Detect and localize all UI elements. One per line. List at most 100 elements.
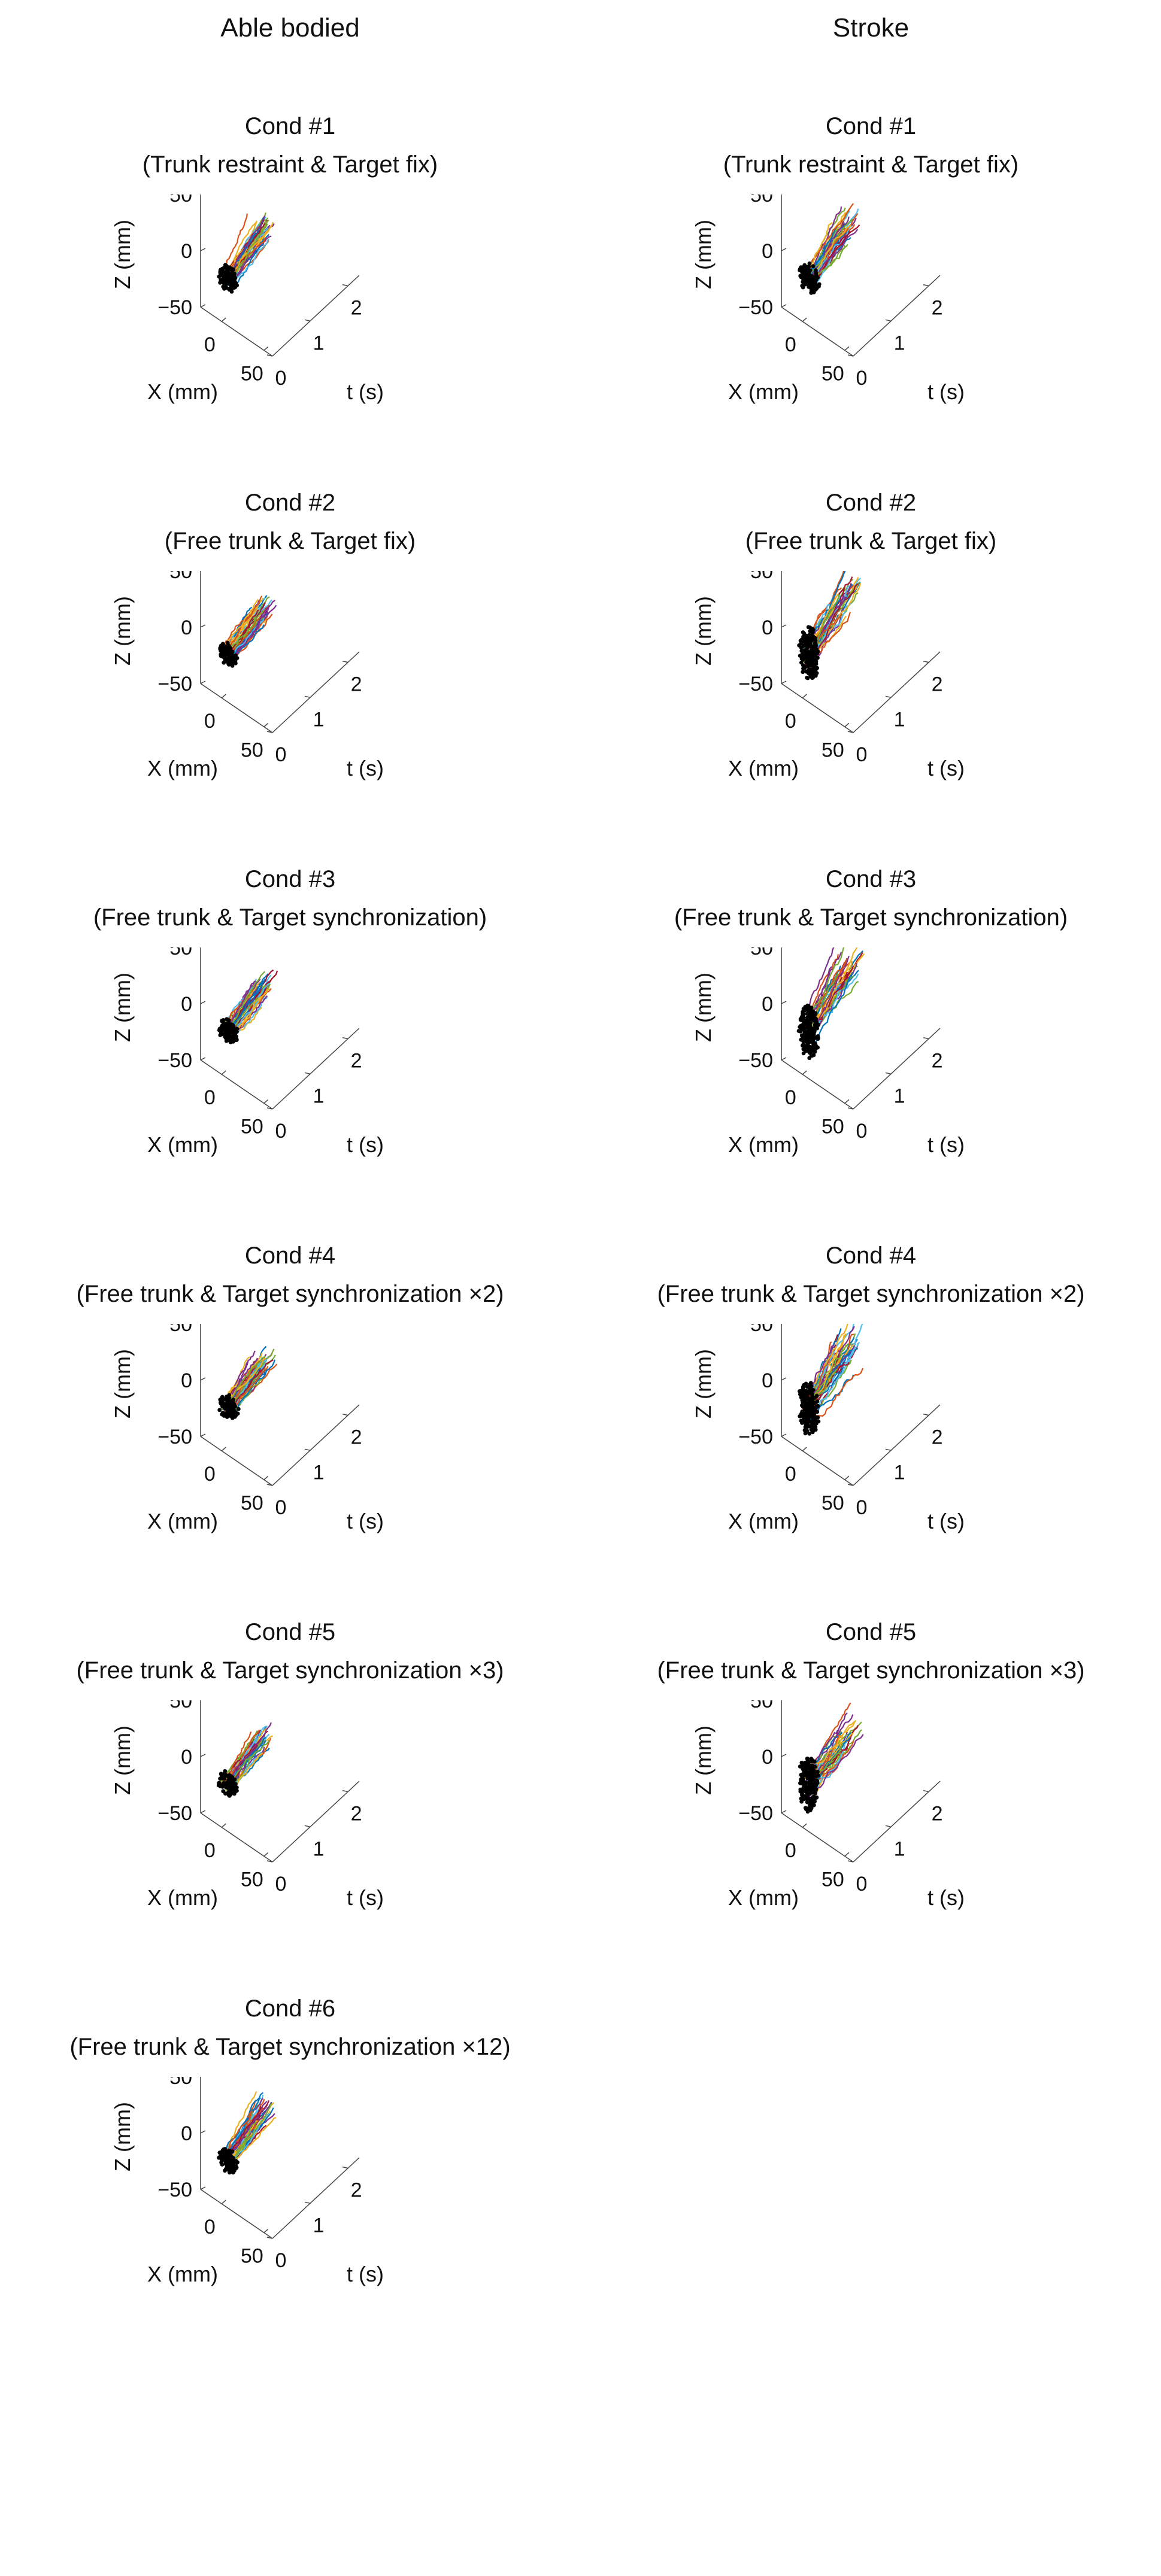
start-point [812, 1401, 817, 1405]
z-tick-mark [781, 681, 787, 684]
t-tick-mark [266, 731, 273, 733]
start-point [217, 2150, 222, 2155]
start-point [226, 1399, 231, 1404]
start-point [816, 275, 820, 280]
t-axis-label: t (s) [927, 1509, 965, 1533]
start-point [226, 2149, 231, 2153]
start-point [808, 629, 813, 634]
start-point [220, 2162, 225, 2167]
start-point [816, 1022, 821, 1027]
z-tick-mark [200, 624, 206, 628]
x-axis-line [781, 306, 854, 357]
start-point [817, 282, 822, 287]
x-tick-mark [263, 1099, 269, 1104]
z-tick-label: 50 [169, 1324, 192, 1336]
start-point [230, 664, 235, 668]
start-point [799, 275, 804, 280]
z-tick-label: −50 [738, 1049, 773, 1072]
panel-condition-label: Cond #1 [825, 113, 917, 139]
x-tick-mark [221, 1070, 226, 1075]
start-point [226, 1031, 231, 1035]
t-tick-label: 2 [351, 673, 362, 696]
x-tick-label: 0 [785, 710, 796, 733]
t-axis-label: t (s) [347, 379, 384, 404]
x-tick-label: 0 [204, 710, 216, 733]
start-point [802, 664, 807, 669]
start-point [805, 269, 809, 274]
t-tick-label: 0 [856, 1120, 868, 1143]
z-tick-label: 50 [169, 947, 192, 959]
x-tick-mark [802, 317, 807, 322]
t-tick-mark [266, 1484, 273, 1486]
x-tick-label: 50 [822, 1115, 844, 1138]
x-axis-line [200, 306, 273, 357]
z-tick-label: 50 [750, 571, 773, 583]
start-position-cluster [217, 1393, 241, 1420]
start-point [221, 645, 226, 650]
start-point [805, 1757, 810, 1761]
z-tick-mark [200, 1810, 206, 1813]
z-tick-label: −50 [738, 673, 773, 695]
t-tick-label: 2 [932, 673, 943, 696]
x-tick-label: 0 [785, 1463, 796, 1486]
x-tick-label: 0 [204, 1839, 216, 1862]
t-tick-mark [885, 695, 892, 698]
start-point [807, 284, 812, 289]
start-point [802, 1419, 807, 1423]
z-tick-mark [200, 248, 206, 251]
t-tick-mark [923, 1037, 929, 1040]
z-tick-mark [781, 304, 787, 308]
panel-condition-label: Cond #1 [244, 113, 336, 139]
t-axis-label: t (s) [927, 1885, 965, 1910]
start-point [233, 1414, 238, 1418]
t-tick-mark [923, 1790, 929, 1793]
start-point [220, 652, 225, 657]
start-point [217, 2155, 221, 2160]
z-tick-mark [781, 624, 787, 628]
t-tick-label: 0 [275, 2249, 287, 2272]
start-point [810, 1782, 814, 1786]
start-point [816, 1419, 821, 1424]
t-tick-label: 1 [313, 2214, 325, 2237]
start-point [805, 1429, 810, 1433]
start-point [801, 1007, 806, 1011]
start-point [221, 1401, 226, 1406]
start-point [221, 280, 226, 284]
start-point [227, 1396, 232, 1400]
start-point [802, 1398, 807, 1403]
panel-stroke-5: Cond #5(Free trunk & Target synchronizat… [581, 1614, 1161, 2027]
start-point [234, 661, 238, 666]
start-point [805, 657, 810, 661]
start-point [234, 1782, 238, 1786]
z-tick-label: −50 [157, 1049, 192, 1072]
start-point [813, 1012, 818, 1016]
z-tick-mark [781, 1433, 787, 1437]
start-point [810, 1026, 814, 1031]
x-axis-label: X (mm) [147, 1132, 218, 1157]
t-tick-label: 2 [351, 1803, 362, 1825]
x-tick-mark [802, 1070, 807, 1075]
start-point [220, 642, 225, 646]
panel-condition-description: (Free trunk & Target synchronization) [674, 904, 1068, 931]
start-point [812, 667, 816, 672]
z-tick-mark [200, 2130, 206, 2134]
start-point [223, 1035, 228, 1039]
z-axis-label: Z (mm) [691, 596, 716, 666]
start-point [229, 266, 234, 271]
start-point [231, 1790, 235, 1794]
start-point [810, 1393, 814, 1398]
t-tick-mark [847, 731, 854, 733]
x-tick-mark [221, 317, 226, 322]
panel-stroke-3: Cond #3(Free trunk & Target synchronizat… [581, 861, 1161, 1274]
panel-condition-label: Cond #3 [244, 866, 336, 892]
z-axis-label: Z (mm) [110, 596, 135, 666]
start-point [807, 1399, 812, 1404]
start-point [222, 275, 226, 279]
start-point [802, 1770, 807, 1775]
start-point [220, 1396, 224, 1401]
start-point [231, 1023, 236, 1028]
z-axis-label: Z (mm) [110, 1349, 135, 1418]
